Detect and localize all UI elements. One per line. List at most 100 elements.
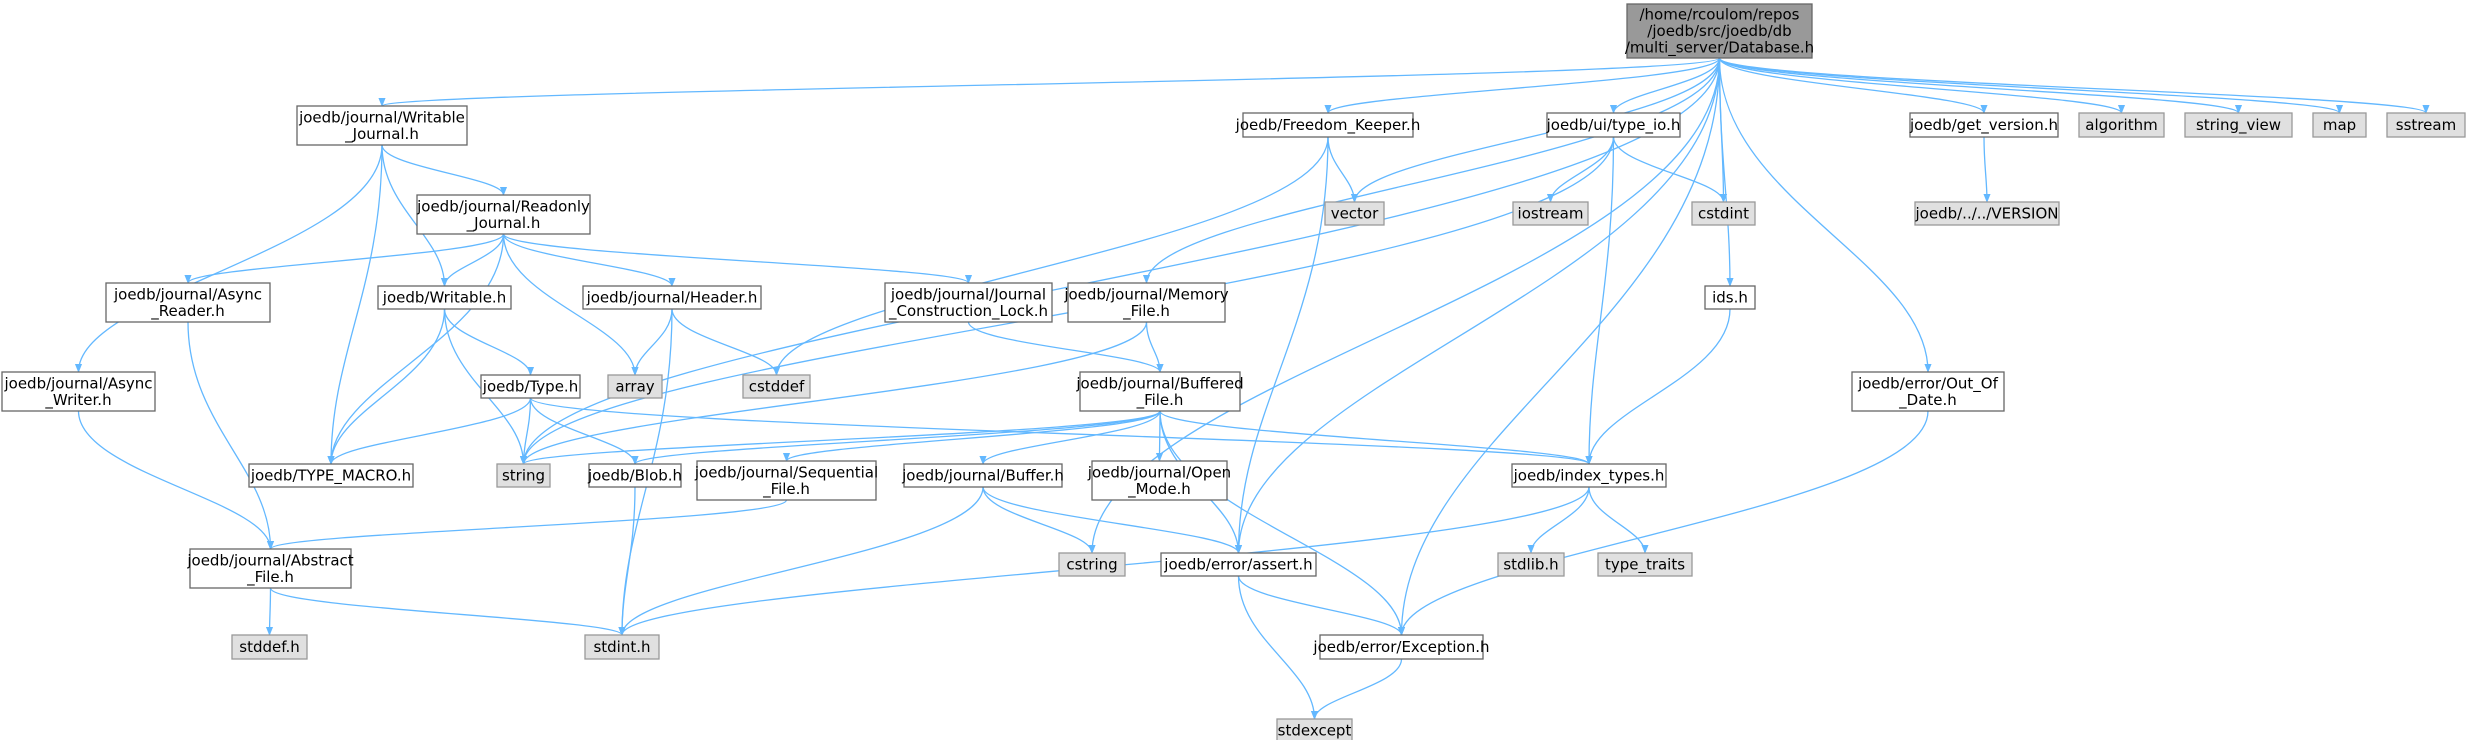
node-string_view-label-line-1: string_view bbox=[2196, 116, 2281, 135]
node-get_version-label-line-1: joedb/get_version.h bbox=[1909, 116, 2058, 135]
node-freedom_keeper[interactable]: joedb/Freedom_Keeper.h bbox=[1235, 112, 1421, 138]
node-out_of_date[interactable]: joedb/error/Out_Of_Date.h bbox=[1851, 371, 2005, 412]
node-writable_journal[interactable]: joedb/journal/Writable_Journal.h bbox=[296, 105, 468, 146]
node-string_view-box bbox=[2184, 112, 2293, 138]
node-type_h-box bbox=[480, 374, 581, 399]
node-cstddef-box bbox=[742, 374, 811, 399]
node-type_traits-box bbox=[1597, 552, 1693, 577]
edge-type_io-to-index_types bbox=[1585, 136, 1615, 465]
edge-database-to-freedom_keeper bbox=[1324, 57, 1721, 114]
edge-type_h-to-index_types bbox=[529, 397, 1593, 465]
edge-readonly_journal-to-type_macro bbox=[327, 233, 505, 465]
node-blob-label-line-1: joedb/Blob.h bbox=[587, 467, 682, 485]
node-ids[interactable]: ids.h bbox=[1704, 285, 1756, 310]
node-cstring: cstring bbox=[1058, 552, 1126, 577]
node-open_mode-box bbox=[1091, 460, 1228, 501]
node-cstddef: cstddef bbox=[742, 374, 811, 399]
edge-database-to-out_of_date bbox=[1718, 57, 1932, 373]
node-stdint: stdint.h bbox=[584, 634, 660, 660]
edge-journal_construction_lock-to-buffered_file bbox=[967, 321, 1164, 373]
node-buffer-label-line-1: joedb/journal/Buffer.h bbox=[901, 467, 1064, 485]
node-buffer[interactable]: joedb/journal/Buffer.h bbox=[901, 463, 1064, 488]
node-type_io-box bbox=[1546, 112, 1681, 138]
edge-buffer-to-stdint bbox=[618, 486, 984, 636]
node-type_macro[interactable]: joedb/TYPE_MACRO.h bbox=[248, 463, 414, 488]
node-readonly_journal[interactable]: joedb/journal/Readonly_Journal.h bbox=[416, 194, 591, 235]
node-async_writer-box bbox=[1, 371, 156, 412]
node-index_types[interactable]: joedb/index_types.h bbox=[1511, 463, 1667, 488]
node-string_view: string_view bbox=[2184, 112, 2293, 138]
node-type_io[interactable]: joedb/ui/type_io.h bbox=[1546, 112, 1681, 138]
edge-buffer-to-assert_h bbox=[982, 486, 1243, 554]
edge-blob-to-stdint bbox=[618, 486, 636, 636]
edge-database-to-memory_file bbox=[1142, 57, 1721, 284]
node-map-box bbox=[2312, 112, 2367, 138]
node-assert_h-label-line-1: joedb/error/assert.h bbox=[1163, 556, 1312, 574]
node-header[interactable]: joedb/journal/Header.h bbox=[582, 285, 762, 310]
edge-type_io-to-cstdint bbox=[1612, 136, 1728, 203]
node-type_h-label-line-1: joedb/Type.h bbox=[482, 378, 578, 396]
node-abstract_file-box bbox=[189, 548, 352, 589]
node-journal_construction_lock-label-line-1: joedb/journal/Journal bbox=[890, 285, 1046, 303]
node-memory_file-box bbox=[1067, 282, 1226, 323]
node-get_version-box bbox=[1909, 112, 2059, 138]
node-stdint-box bbox=[584, 634, 660, 660]
edge-database-to-sstream bbox=[1718, 57, 2430, 114]
node-get_version[interactable]: joedb/get_version.h bbox=[1909, 112, 2059, 138]
node-database-label-line-2: /joedb/src/joedb/db bbox=[1647, 22, 1791, 40]
node-buffered_file-label-line-2: _File.h bbox=[1136, 391, 1184, 410]
node-buffered_file[interactable]: joedb/journal/Buffered_File.h bbox=[1075, 371, 1244, 412]
edge-buffered_file-to-blob bbox=[631, 410, 1161, 465]
node-array: array bbox=[607, 374, 663, 399]
edge-memory_file-to-string bbox=[520, 321, 1148, 465]
node-stdlib: stdlib.h bbox=[1497, 552, 1565, 577]
node-writable[interactable]: joedb/Writable.h bbox=[377, 285, 512, 310]
node-journal_construction_lock[interactable]: joedb/journal/Journal_Construction_Lock.… bbox=[884, 282, 1053, 323]
edge-database-to-map bbox=[1718, 57, 2343, 114]
edge-header-to-cstddef bbox=[671, 308, 781, 376]
edge-out_of_date-to-exception bbox=[1397, 410, 1929, 636]
edge-sequential_file-to-abstract_file bbox=[267, 499, 788, 550]
edge-writable_journal-to-type_macro bbox=[327, 144, 383, 465]
node-index_types-label-line-1: joedb/index_types.h bbox=[1513, 467, 1665, 486]
edge-buffer-to-cstring bbox=[982, 486, 1096, 554]
node-memory_file[interactable]: joedb/journal/Memory_File.h bbox=[1063, 282, 1229, 323]
edge-database-to-type_io bbox=[1609, 57, 1721, 114]
node-stdexcept-box bbox=[1276, 718, 1353, 740]
node-type_traits-label-line-1: type_traits bbox=[1605, 556, 1685, 575]
edge-writable-to-type_h bbox=[443, 308, 535, 376]
edge-header-to-array bbox=[631, 308, 673, 376]
node-cstdint-box bbox=[1691, 201, 1756, 226]
node-async_reader-box bbox=[105, 282, 271, 323]
edge-database-to-ids bbox=[1718, 57, 1734, 287]
node-header-box bbox=[582, 285, 762, 310]
edge-freedom_keeper-to-cstddef bbox=[772, 136, 1329, 376]
node-sequential_file[interactable]: joedb/journal/Sequential_File.h bbox=[694, 460, 878, 501]
node-ids-label-line-1: ids.h bbox=[1712, 289, 1748, 307]
edge-assert_h-to-exception bbox=[1237, 575, 1406, 636]
node-sstream-box bbox=[2386, 112, 2466, 138]
node-database[interactable]: /home/rcoulom/repos/joedb/src/joedb/db/m… bbox=[1625, 3, 1814, 59]
node-readonly_journal-label-line-2: _Journal.h bbox=[466, 214, 541, 233]
node-type_h[interactable]: joedb/Type.h bbox=[480, 374, 581, 399]
node-stdexcept: stdexcept bbox=[1276, 718, 1353, 740]
node-buffered_file-label-line-1: joedb/journal/Buffered bbox=[1075, 374, 1243, 392]
node-string-box bbox=[496, 463, 551, 488]
node-assert_h[interactable]: joedb/error/assert.h bbox=[1160, 552, 1317, 577]
edge-index_types-to-stdlib bbox=[1527, 486, 1590, 554]
node-open_mode[interactable]: joedb/journal/Open_Mode.h bbox=[1087, 460, 1231, 501]
node-async_writer[interactable]: joedb/journal/Async_Writer.h bbox=[1, 371, 156, 412]
node-string: string bbox=[496, 463, 551, 488]
node-exception[interactable]: joedb/error/Exception.h bbox=[1312, 634, 1490, 660]
node-writable_journal-box bbox=[296, 105, 468, 146]
edge-buffered_file-to-exception bbox=[1159, 410, 1406, 636]
node-string-label-line-1: string bbox=[502, 467, 545, 485]
node-sequential_file-label-line-2: _File.h bbox=[762, 480, 810, 499]
node-async_reader-label-line-2: _Reader.h bbox=[150, 302, 224, 321]
node-abstract_file[interactable]: joedb/journal/Abstract_File.h bbox=[186, 548, 354, 589]
node-stddef-box bbox=[231, 634, 308, 660]
node-header-label-line-1: joedb/journal/Header.h bbox=[586, 289, 758, 307]
edge-type_h-to-blob bbox=[529, 397, 639, 465]
node-async_reader[interactable]: joedb/journal/Async_Reader.h bbox=[105, 282, 271, 323]
node-blob[interactable]: joedb/Blob.h bbox=[587, 463, 682, 488]
